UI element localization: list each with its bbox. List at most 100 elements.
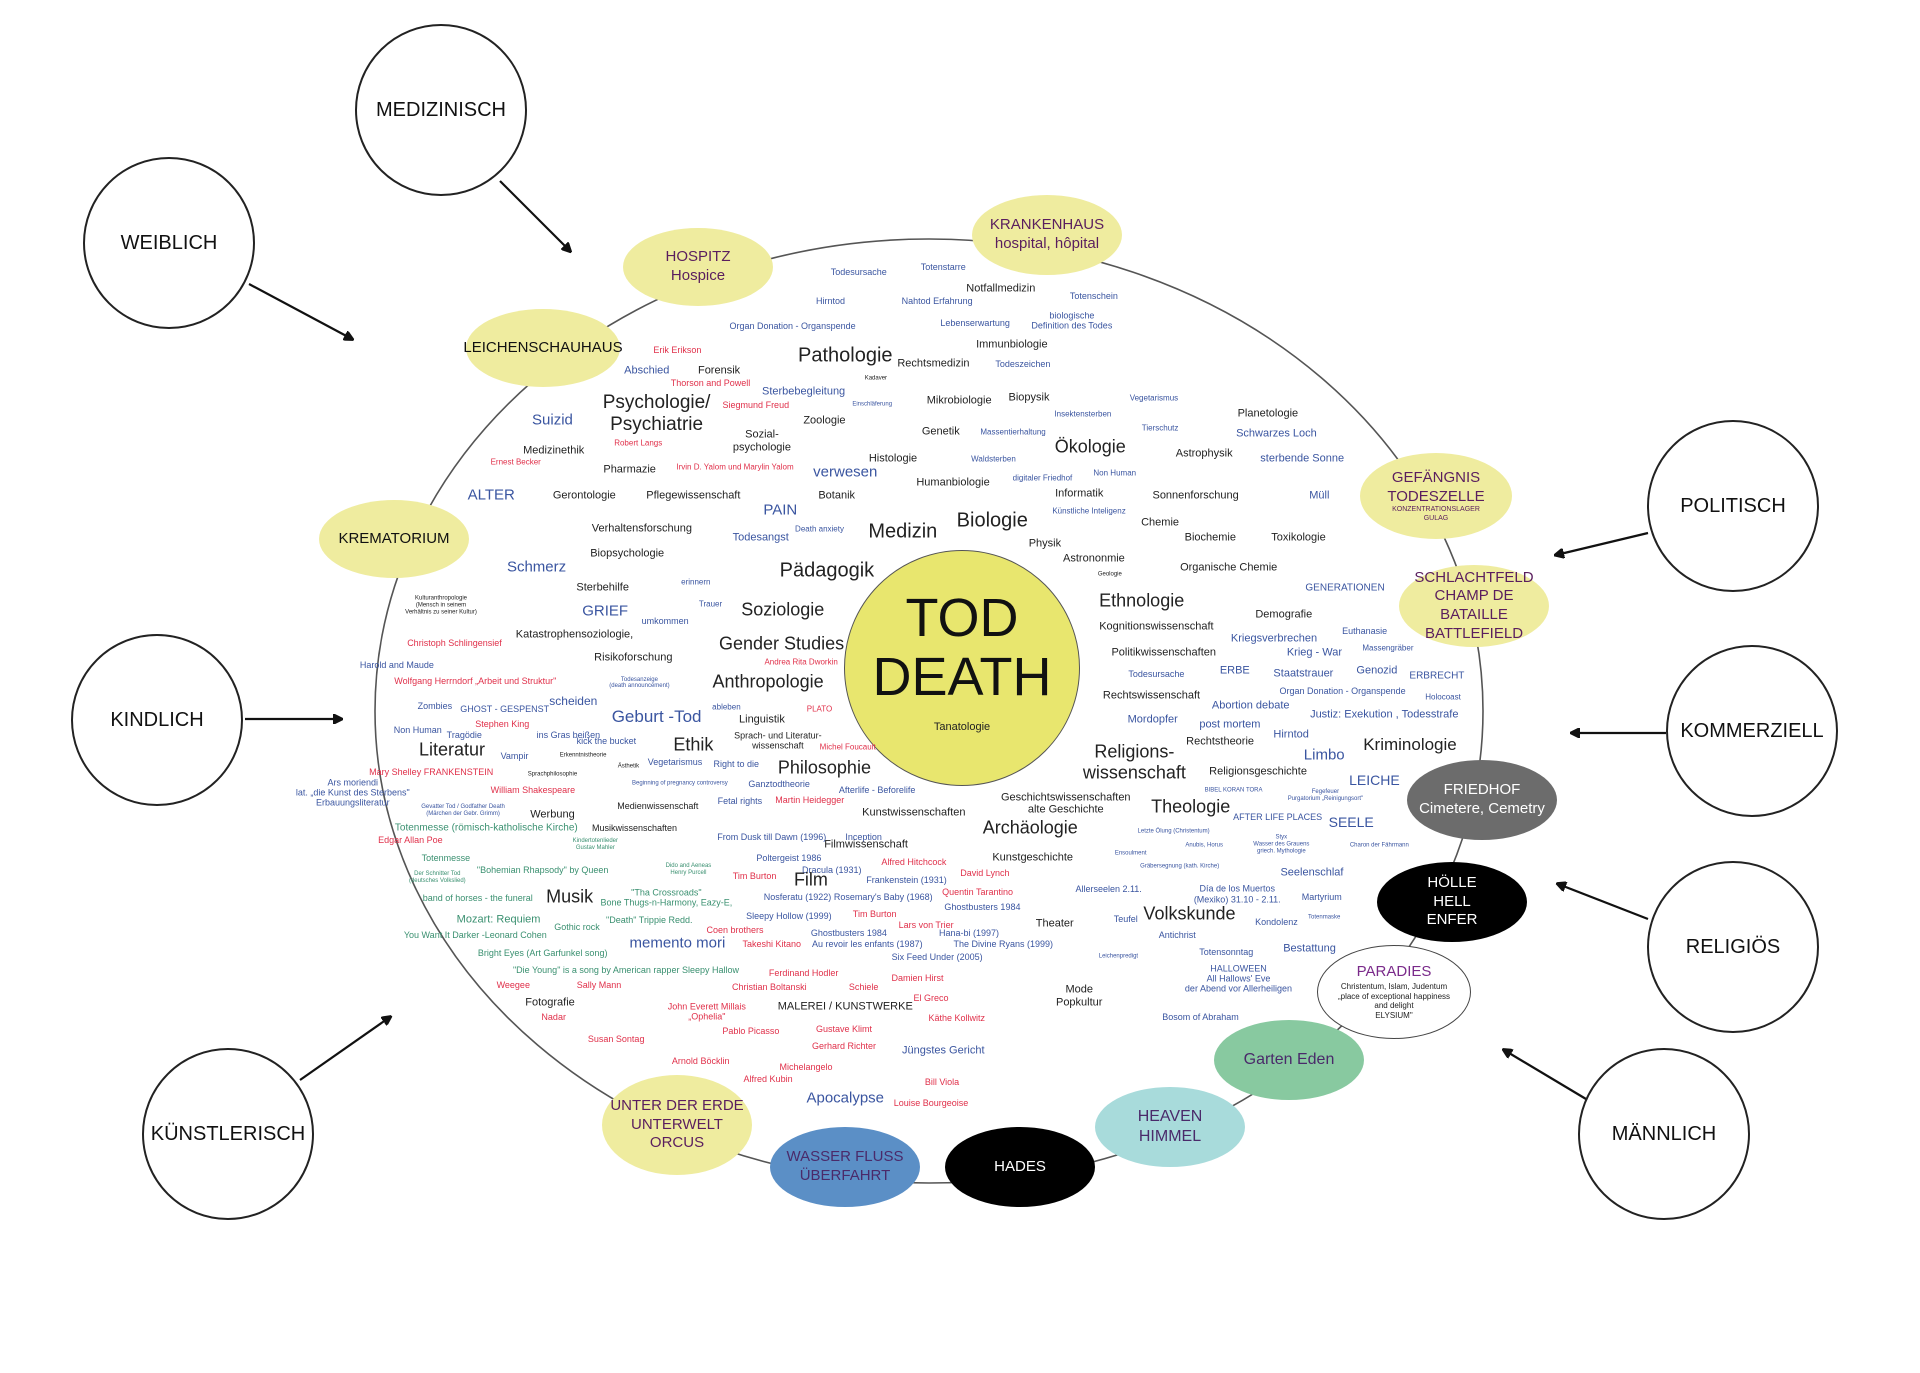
- topic-word: SEELE: [1328, 813, 1374, 830]
- perspective-circle: KÜNSTLERISCH: [142, 1048, 314, 1220]
- topic-word: Quentin Tarantino: [942, 886, 1013, 897]
- topic-word: Pablo Picasso: [722, 1026, 780, 1037]
- place-label: HOSPITZ Hospice: [665, 248, 731, 284]
- topic-word: erinnern: [681, 577, 711, 587]
- topic-word: Ästhetik: [617, 763, 640, 770]
- center-title: TOD DEATH: [872, 587, 1052, 707]
- place-node: WASSER FLUSS ÜBERFAHRT: [770, 1127, 920, 1207]
- topic-word: Musikwissenschaften: [592, 822, 678, 833]
- topic-word: Totenmesse: [421, 852, 471, 863]
- topic-word: Ghostbusters 1984: [810, 928, 887, 939]
- topic-word: Tim Burton: [852, 908, 897, 919]
- topic-word: David Lynch: [960, 868, 1010, 879]
- topic-word: Immunbiologie: [976, 339, 1048, 352]
- topic-word: Filmwissenschaft: [824, 838, 908, 851]
- topic-word: Pathologie: [797, 344, 893, 367]
- topic-word: Siegmund Freud: [722, 400, 790, 411]
- topic-word: Notfallmedizin: [966, 282, 1036, 295]
- topic-word: Gender Studies: [719, 634, 845, 654]
- topic-word: Gustave Klimt: [816, 1023, 873, 1034]
- topic-word: Gevatter Tod / Godfather Death (Märchen …: [421, 804, 505, 817]
- topic-word: Apocalypse: [806, 1088, 885, 1106]
- place-label: KREMATORIUM: [338, 529, 450, 547]
- topic-word: Susan Sontag: [587, 1033, 645, 1044]
- topic-word: Sterbehilfe: [576, 581, 629, 594]
- topic-word: Martyrium: [1301, 891, 1342, 902]
- topic-word: Pädagogik: [779, 559, 875, 582]
- topic-word: Müll: [1309, 489, 1330, 502]
- topic-word: Nosferatu (1922): [763, 891, 832, 902]
- place-label: LEICHENSCHAUHAUS: [463, 338, 623, 356]
- topic-word: Abschied: [624, 364, 670, 377]
- topic-word: Katastrophensoziologie,: [515, 628, 634, 641]
- arrow-icon: [299, 1017, 390, 1081]
- topic-word: Damien Hirst: [891, 972, 944, 983]
- topic-word: Rechtsmedizin: [897, 357, 970, 370]
- topic-word: Mozart: Requiem: [456, 913, 541, 926]
- topic-word: Dido and Aeneas Henry Purcell: [665, 862, 712, 876]
- topic-word: Louise Bourgeoise: [893, 1097, 969, 1108]
- topic-word: Frankenstein (1931): [866, 874, 947, 885]
- topic-word: Alfred Hitchcock: [881, 857, 947, 868]
- topic-word: Pharmazie: [603, 464, 656, 477]
- topic-word: Dracula (1931): [802, 864, 862, 875]
- topic-word: Harold and Maude: [359, 660, 434, 670]
- topic-word: Fetal rights: [717, 795, 763, 806]
- place-label: Garten Eden: [1243, 1051, 1335, 1068]
- topic-word: Astrophysik: [1175, 448, 1233, 461]
- topic-word: Zoologie: [803, 415, 846, 428]
- topic-word: Werbung: [530, 808, 575, 821]
- perspective-label: KOMMERZIELL: [1680, 719, 1824, 742]
- topic-word: Botanik: [818, 489, 856, 502]
- place-label: KRANKENHAUS hospital, hôpital: [989, 216, 1105, 252]
- topic-word: Archäologie: [982, 817, 1078, 838]
- topic-word: Wolfgang Herrndorf „Arbeit und Struktur": [394, 675, 557, 686]
- topic-word: Leichenpredigt: [1098, 953, 1139, 960]
- topic-word: Nadar: [541, 1011, 566, 1022]
- topic-word: Ensoulment: [1114, 850, 1147, 857]
- topic-word: Lars von Trier: [898, 919, 954, 930]
- topic-word: memento mori: [629, 934, 726, 952]
- topic-word: Forensik: [697, 364, 741, 377]
- topic-word: ins Gras beißen: [536, 729, 601, 740]
- topic-word: Geschichtswissenschaften alte Geschichte: [1000, 790, 1131, 816]
- topic-word: Sozial- psychologie: [732, 428, 791, 453]
- topic-word: Euthanasie: [1342, 625, 1388, 636]
- topic-word: Death anxiety: [795, 524, 844, 534]
- topic-word: Martin Heidegger: [775, 794, 845, 805]
- topic-word: Biologie: [956, 509, 1028, 532]
- topic-word: Waldsterben: [971, 454, 1016, 464]
- topic-word: Mikrobiologie: [926, 394, 992, 407]
- topic-word: Soziologie: [741, 599, 825, 620]
- topic-word: William Shakespeare: [490, 784, 576, 795]
- topic-word: digitaler Friedhof: [1012, 473, 1073, 483]
- topic-word: Letzte Ölung (Christentum): [1137, 828, 1210, 835]
- topic-word: Insektensterben: [1054, 409, 1112, 419]
- place-label: UNTER DER ERDE UNTERWELT ORCUS: [610, 1096, 744, 1152]
- place-label: HEAVEN HIMMEL: [1137, 1108, 1203, 1145]
- topic-word: Jüngstes Gericht: [901, 1044, 985, 1057]
- topic-word: Rosemary's Baby (1968): [833, 891, 933, 902]
- topic-word: HALLOWEEN All Hallows' Eve der Abend vor…: [1184, 963, 1293, 994]
- arrow-icon: [248, 283, 352, 339]
- topic-word: Medienwissenschaft: [617, 800, 699, 811]
- topic-word: LEICHE: [1349, 772, 1400, 789]
- topic-word: "Die Young" is a song by American rapper…: [512, 965, 739, 976]
- topic-word: Christoph Schlingensief: [407, 637, 502, 648]
- topic-word: Andrea Rita Dworkin: [764, 656, 838, 666]
- topic-word: Musik: [546, 886, 594, 907]
- topic-word: From Dusk till Dawn (1996): [717, 831, 827, 842]
- topic-word: ALTER: [467, 486, 515, 504]
- topic-word: Au revoir les enfants (1987): [812, 939, 923, 950]
- topic-word: Trauer: [698, 599, 723, 609]
- topic-word: Holocoast: [1425, 692, 1461, 702]
- topic-word: Edgar Allan Poe: [378, 835, 443, 846]
- topic-word: Tragödie: [446, 729, 482, 740]
- topic-word: Sally Mann: [576, 979, 622, 990]
- topic-word: Ökologie: [1054, 436, 1126, 457]
- topic-word: BIBEL KORAN TORA: [1204, 787, 1263, 794]
- topic-word: Physik: [1028, 537, 1062, 550]
- place-sublabel: Christentum, Islam, Judentum „place of e…: [1337, 982, 1451, 1020]
- topic-word: Inception: [845, 831, 882, 842]
